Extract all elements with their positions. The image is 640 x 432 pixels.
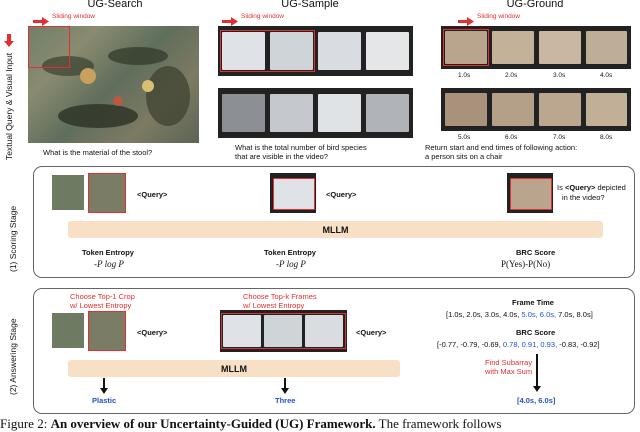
ground-sliding-label: Sliding window xyxy=(477,13,520,20)
scoring-brc-title: BRC Score xyxy=(516,248,556,257)
answer-arrow-2-icon xyxy=(281,378,289,399)
answer-query-2: <Query> xyxy=(356,328,387,337)
scoring-brc-formula: P(Yes)-P(No) xyxy=(501,259,551,269)
scoring-search-crop xyxy=(88,173,126,213)
ground-question-line2: a person sits on a chair xyxy=(425,152,503,161)
answer-frames-line1: Choose Top-k Frames xyxy=(243,292,317,301)
ground-filmstrip-1 xyxy=(441,26,631,69)
frame-time-hi: 5.0s, 6.0s, xyxy=(521,310,557,319)
search-window-box xyxy=(28,26,70,68)
frame-time-post: 7.0s, 8.0s] xyxy=(558,310,593,319)
caption-bold: An overview of our Uncertainty-Guided (U… xyxy=(50,416,376,431)
scoring-stage-box xyxy=(33,166,635,278)
answer-brc-values: [-0.77, -0.79, -0.69, 0.78, 0.91, 0.93, … xyxy=(437,340,600,349)
brc-hi: 0.78, 0.91, 0.93, xyxy=(502,340,558,349)
down-arrow-icon xyxy=(4,34,14,53)
scoring-sample-frame xyxy=(270,173,316,213)
ground-time-6: 6.0s xyxy=(505,134,518,141)
ground-time-2: 2.0s xyxy=(505,72,518,79)
scoring-search-thumb xyxy=(52,175,84,210)
scoring-side-label: (1) Scoring Stage xyxy=(8,205,18,272)
scoring-is-query-line2: in the video? xyxy=(562,193,605,202)
sample-filmstrip-1 xyxy=(218,26,413,76)
ground-time-7: 7.0s xyxy=(553,134,566,141)
sample-question-line1: What is the total number of bird species xyxy=(235,143,367,152)
answer-frames-line2: w/ Lowest Entropy xyxy=(243,301,305,310)
caption-rest: The framework follows xyxy=(378,416,502,431)
answer-frame-time-values: [1.0s, 2.0s, 3.0s, 4.0s, 5.0s, 6.0s, 7.0… xyxy=(446,310,593,319)
scoring-entropy-title-2: Token Entropy xyxy=(264,248,316,257)
sliding-window-label: Sliding window xyxy=(52,13,95,20)
answer-arrow-1-icon xyxy=(100,378,108,399)
ground-time-3: 3.0s xyxy=(553,72,566,79)
boat-market-image xyxy=(28,26,199,143)
frame-time-pre: [1.0s, 2.0s, 3.0s, 4.0s, xyxy=(446,310,520,319)
scoring-ground-frame xyxy=(507,173,553,213)
answer-frame-time-title: Frame Time xyxy=(512,298,554,307)
ug-ground-title: UG-Ground xyxy=(506,0,564,10)
ground-arrow-icon xyxy=(458,13,474,31)
answer-crop-line1: Choose Top-1 Crop xyxy=(70,292,135,301)
ground-filmstrip-2 xyxy=(441,88,631,131)
search-question: What is the material of the stool? xyxy=(43,148,153,157)
answer-arrow-3-icon xyxy=(533,354,541,397)
ground-time-5: 5.0s xyxy=(458,134,471,141)
ground-question-line1: Return start and end times of following … xyxy=(425,143,578,152)
sample-question-line2: that are visible in the video? xyxy=(235,152,328,161)
answer-crop-line2: w/ Lowest Entropy xyxy=(70,301,132,310)
sample-arrow-icon xyxy=(222,13,238,31)
scoring-entropy-formula-1: -P log P xyxy=(94,259,124,269)
scoring-query-2: <Query> xyxy=(326,190,357,199)
answering-side-label: (2) Answering Stage xyxy=(8,318,18,395)
answer-plastic: Plastic xyxy=(92,396,117,405)
answer-brc-title: BRC Score xyxy=(516,328,556,337)
answer-three: Three xyxy=(275,396,296,405)
answering-mllm-bar: MLLM xyxy=(68,360,400,377)
scoring-query-1: <Query> xyxy=(137,190,168,199)
answer-sample-filmstrip xyxy=(220,310,347,352)
ug-search-title: UG-Search xyxy=(87,0,143,10)
answer-result: [4.0s, 6.0s] xyxy=(517,396,556,405)
answering-stage-box xyxy=(33,288,635,414)
is-query-token: <Query> xyxy=(564,183,596,192)
ground-time-4: 4.0s xyxy=(600,72,613,79)
sample-sliding-label: Sliding window xyxy=(241,13,284,20)
scoring-is-query: Is <Query> depicted xyxy=(557,183,626,192)
ground-time-1: 1.0s xyxy=(458,72,471,79)
is-query-suffix: depicted xyxy=(597,183,626,192)
answer-subarray-line2: with Max Sum xyxy=(485,367,533,376)
brc-pre: [-0.77, -0.79, -0.69, xyxy=(437,340,501,349)
answer-query-1: <Query> xyxy=(137,328,168,337)
scoring-mllm-bar: MLLM xyxy=(68,221,603,238)
scoring-entropy-title-1: Token Entropy xyxy=(82,248,134,257)
ug-sample-title: UG-Sample xyxy=(281,0,339,10)
sliding-arrow-icon xyxy=(33,13,49,31)
brc-post: -0.83, -0.92] xyxy=(559,340,600,349)
is-query-prefix: Is xyxy=(557,183,563,192)
answer-search-thumb xyxy=(52,313,84,348)
answer-search-crop xyxy=(88,311,126,351)
sample-filmstrip-2 xyxy=(218,88,413,138)
ground-time-8: 8.0s xyxy=(600,134,613,141)
input-side-label: Textual Query & Visual Input xyxy=(4,52,14,160)
figure-caption: Figure 2: An overview of our Uncertainty… xyxy=(0,416,501,432)
scoring-entropy-formula-2: -P log P xyxy=(276,259,306,269)
caption-prefix: Figure 2: xyxy=(0,416,48,431)
answer-subarray-line1: Find Subarray xyxy=(485,358,533,367)
